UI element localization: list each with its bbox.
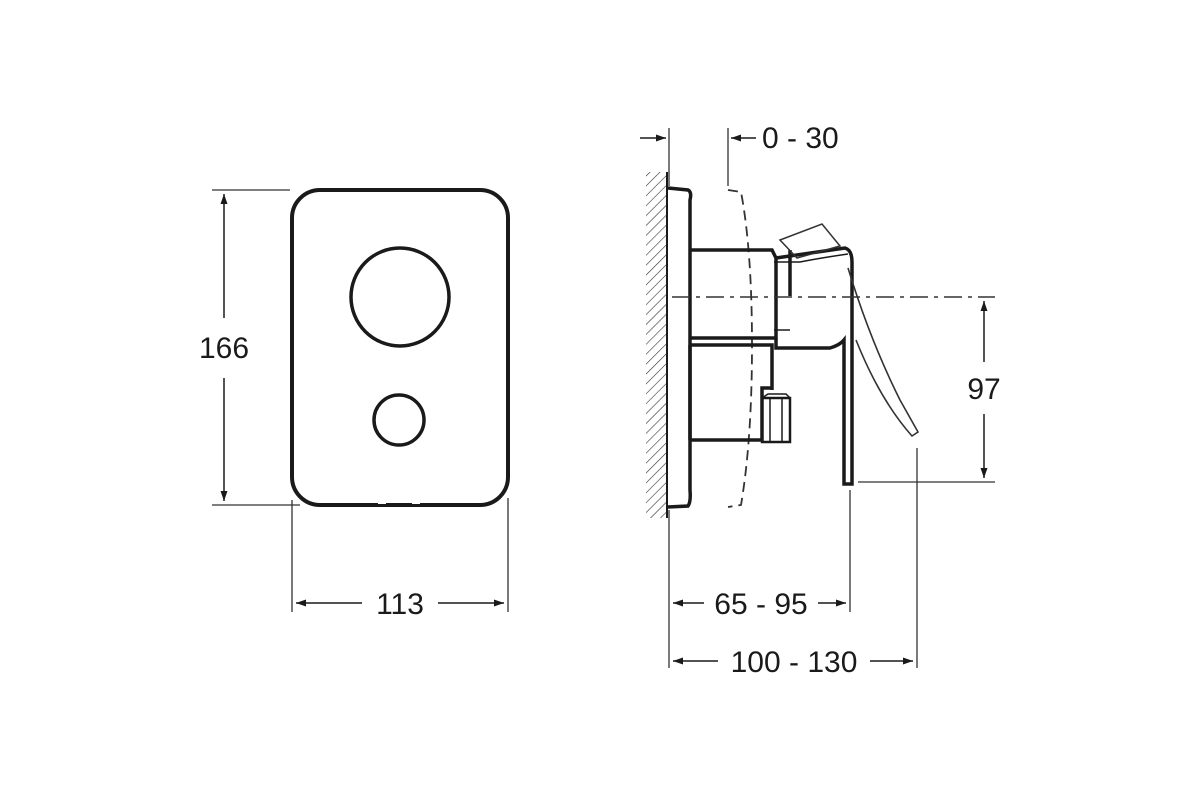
lever-tip-upper bbox=[778, 223, 842, 259]
diverter-knob bbox=[372, 393, 426, 447]
depth-dimension: 65 - 95 bbox=[668, 490, 851, 668]
handle-height-dimension: 97 bbox=[858, 301, 1001, 483]
diverter-body bbox=[690, 343, 774, 442]
lever-tilted bbox=[847, 267, 920, 438]
total-depth-label: 100 - 130 bbox=[731, 646, 858, 679]
temperature-knob bbox=[349, 246, 451, 348]
width-dimension: 113 bbox=[291, 498, 509, 621]
side-view: 0 - 30 97 65 - 95 100 - 130 bbox=[640, 122, 1001, 679]
adjust-dimension: 0 - 30 bbox=[640, 122, 839, 186]
wall-hatch bbox=[646, 172, 666, 518]
lever-handle bbox=[774, 246, 854, 486]
handle-height-label: 97 bbox=[967, 373, 1000, 406]
total-depth-dimension: 100 - 130 bbox=[673, 448, 918, 679]
front-view: 166 113 bbox=[199, 188, 510, 621]
depth-label: 65 - 95 bbox=[714, 588, 807, 621]
adjustment-plate-dashed bbox=[727, 189, 753, 508]
plate-profile bbox=[667, 186, 693, 509]
width-label: 113 bbox=[376, 588, 424, 621]
height-dimension: 166 bbox=[199, 189, 300, 506]
cover-plate bbox=[290, 188, 510, 507]
diverter-cap bbox=[760, 396, 792, 444]
mixer-body bbox=[690, 248, 778, 340]
height-label: 166 bbox=[199, 332, 249, 365]
adjust-label: 0 - 30 bbox=[762, 122, 839, 155]
